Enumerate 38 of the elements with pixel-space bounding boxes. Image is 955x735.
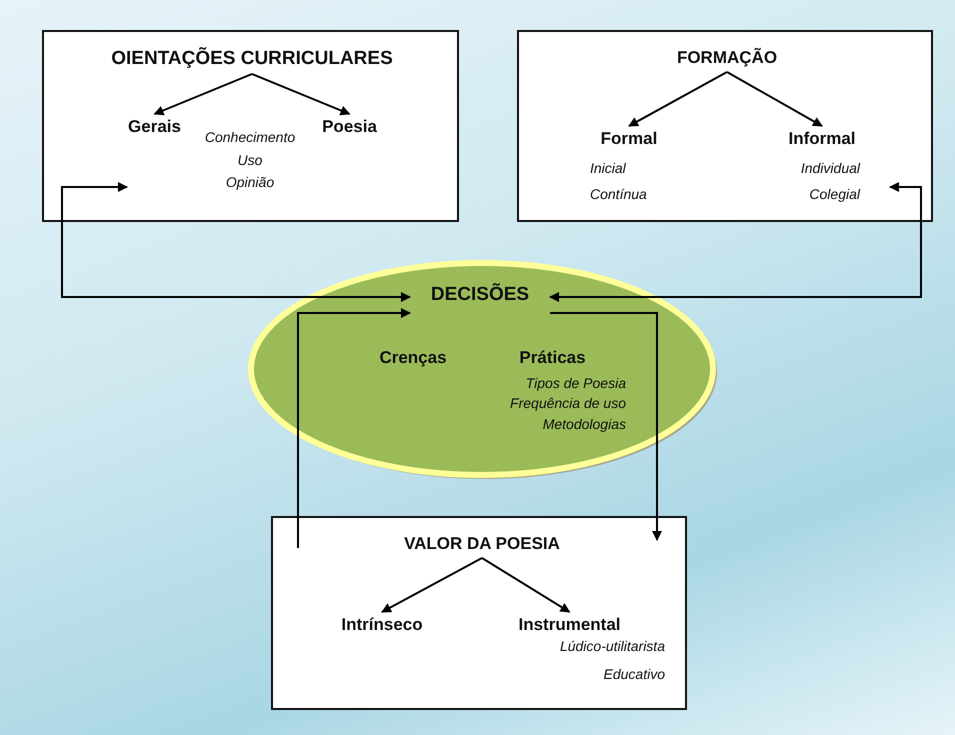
arrow xyxy=(252,73,350,116)
item-text: Colegial xyxy=(809,186,860,202)
category-text: Formal xyxy=(584,126,674,152)
arrow xyxy=(628,71,728,127)
category-text: Informal xyxy=(772,126,872,152)
item-text: Conhecimento xyxy=(204,129,296,145)
category-text: Gerais xyxy=(117,114,192,140)
heading-text: OIENTAÇÕES CURRICULARES xyxy=(92,44,412,74)
heading-text: VALOR DA POESIA xyxy=(387,530,577,558)
arrow xyxy=(297,308,411,548)
heading-text: FORMAÇÃO xyxy=(632,44,822,72)
arrow xyxy=(61,182,411,302)
content-box xyxy=(42,30,459,222)
item-text: Metodologias xyxy=(542,416,626,432)
category-text: Práticas xyxy=(505,345,600,371)
arrow xyxy=(154,73,252,116)
heading-text: DECISÕES xyxy=(410,282,550,316)
item-text: Lúdico-utilitarista xyxy=(560,638,665,654)
item-text: Inicial xyxy=(590,160,626,176)
arrow xyxy=(550,312,662,541)
arrow xyxy=(481,557,570,613)
item-text: Individual xyxy=(800,160,860,176)
arrow xyxy=(549,182,922,302)
item-text: Frequência de uso xyxy=(510,395,626,411)
category-text: Instrumental xyxy=(502,612,637,638)
item-text: Educativo xyxy=(604,666,665,682)
item-text: Contínua xyxy=(590,186,647,202)
content-box xyxy=(271,516,687,710)
ellipse-shape xyxy=(246,258,718,480)
arrow xyxy=(726,71,823,127)
item-text: Opinião xyxy=(224,174,276,190)
item-text: Tipos de Poesia xyxy=(526,375,626,391)
category-text: Intrínseco xyxy=(327,612,437,638)
category-text: Poesia xyxy=(307,114,392,140)
content-box xyxy=(517,30,933,222)
arrow xyxy=(381,557,482,613)
item-text: Uso xyxy=(236,152,264,168)
category-text: Crenças xyxy=(368,345,458,371)
